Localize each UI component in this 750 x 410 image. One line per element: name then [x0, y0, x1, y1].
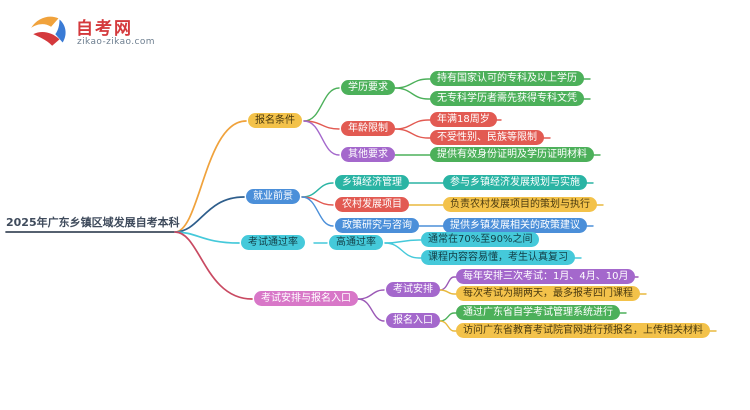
branch-enrollment-conditions: 报名条件	[248, 113, 302, 128]
edge-to-township-economy	[301, 182, 334, 198]
site-domain: zikao-zikao.com	[77, 37, 155, 47]
leaf-pass-rate-range: 通常在70%至90%之间	[421, 232, 540, 247]
leaf-no-gender-ethnic-limit: 不受性别、民族等限制	[430, 130, 544, 145]
edge-age-leaf-2	[394, 128, 551, 139]
leaf-three-exams-per-year: 每年安排三次考试：1月、4月、10月	[456, 269, 636, 284]
edge-to-policy-research	[301, 196, 334, 227]
leaf-two-days-four-courses: 每次考试为期两天，最多报考四门课程	[456, 286, 640, 301]
edge-to-exam-schedule	[357, 289, 385, 300]
site-logo[interactable]: 自考网 zikao-zikao.com	[28, 10, 198, 58]
edge-root-to-exam-pass-rate	[174, 231, 240, 244]
root-node: 2025年广东乡镇区域发展自考本科	[6, 216, 180, 229]
branch-exam-pass-rate: 考试通过率	[241, 235, 305, 250]
sub-registration-entrance: 报名入口	[386, 313, 440, 328]
edge-root-to-enrollment-conditions	[174, 120, 247, 233]
site-brand-name: 自考网	[76, 19, 133, 39]
edge-to-registration-entrance	[357, 298, 385, 322]
root-edges	[5, 120, 253, 300]
edge-exam-schedule-leaf-2	[439, 289, 647, 295]
edge-education-leaf-2	[394, 87, 591, 100]
leaf-project-planning-execution: 负责农村发展项目的策划与执行	[443, 197, 597, 212]
leaf-participate-economy-planning: 参与乡镇经济发展规划与实施	[443, 175, 587, 190]
sub-other-requirements: 其他要求	[341, 147, 395, 162]
leaf-need-college-diploma: 无专科学历者需先获得专科文凭	[430, 91, 584, 106]
leaf-management-system: 通过广东省自学考试管理系统进行	[456, 305, 620, 320]
sub-exam-schedule: 考试安排	[386, 282, 440, 297]
exam-schedule-registration-edges	[357, 276, 717, 332]
leaf-recognized-diploma: 持有国家认可的专科及以上学历	[430, 71, 584, 86]
sub-high-pass-rate: 高通过率	[329, 235, 383, 250]
edge-root-to-career-prospects	[174, 196, 245, 233]
sub-age-limit: 年龄限制	[341, 121, 395, 136]
leaf-age-18: 年满18周岁	[430, 112, 497, 127]
leaf-policy-advice: 提供乡镇发展相关的政策建议	[443, 218, 587, 233]
leaf-official-website-preregister: 访问广东省教育考试院官网进行预报名，上传相关材料	[456, 323, 710, 338]
branch-career-prospects: 就业前景	[246, 189, 300, 204]
edge-to-other-requirements	[303, 120, 340, 156]
edge-root-to-exam-schedule-registration	[174, 231, 253, 300]
zikao-logo-icon	[31, 16, 66, 46]
sub-policy-research-consulting: 政策研究与咨询	[335, 218, 419, 233]
branch-exam-schedule-registration: 考试安排与报名入口	[254, 291, 358, 306]
leaf-easy-content-review: 课程内容容易懂，考生认真复习	[421, 250, 575, 265]
edge-registration-leaf-2	[439, 320, 717, 332]
sub-rural-development-projects: 农村发展项目	[335, 197, 409, 212]
edge-pass-rate-leaf-2	[384, 242, 582, 259]
sub-education-requirement: 学历要求	[341, 80, 395, 95]
exam-pass-rate-edges	[313, 239, 582, 259]
sub-township-economy-management: 乡镇经济管理	[335, 175, 409, 190]
leaf-identity-proof: 提供有效身份证明及学历证明材料	[430, 147, 594, 162]
edge-to-education-requirement	[303, 87, 340, 122]
